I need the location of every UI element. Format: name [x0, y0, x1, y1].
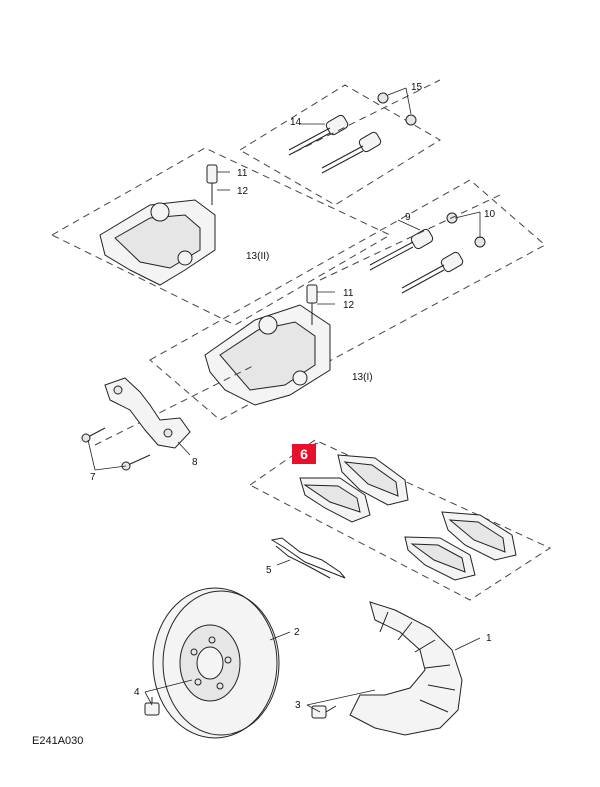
upper-pin-kit-box [239, 84, 441, 206]
callout-14[interactable]: 14 [290, 117, 302, 128]
brake-pads [299, 454, 517, 581]
callout-labels: 1 2 3 4 5 7 8 9 10 11 12 11 12 13(II) 13… [90, 82, 496, 711]
upper-guide-pin-kit [288, 79, 441, 174]
brake-disc [152, 587, 280, 739]
caliper-upper [99, 164, 218, 286]
caliper-carrier [81, 377, 191, 471]
callout-6-badge[interactable]: 6 [292, 444, 316, 464]
upper-caliper-group-box [50, 147, 392, 326]
callout-6-highlight [292, 444, 316, 464]
callout-15[interactable]: 15 [411, 82, 423, 93]
callout-13-ii[interactable]: 13(II) [246, 251, 269, 262]
lower-caliper-group-box [149, 179, 546, 421]
callout-12-lower[interactable]: 12 [343, 300, 355, 311]
callout-5[interactable]: 5 [266, 565, 272, 576]
callout-12-upper[interactable]: 12 [237, 186, 249, 197]
shield-bolt [311, 705, 337, 719]
callout-11-lower[interactable]: 11 [343, 288, 354, 299]
callout-9[interactable]: 9 [405, 212, 411, 223]
callout-3[interactable]: 3 [295, 700, 301, 711]
figure-code: E241A030 [32, 735, 83, 747]
callout-10[interactable]: 10 [484, 209, 496, 220]
callout-4[interactable]: 4 [134, 687, 140, 698]
callout-8[interactable]: 8 [192, 457, 198, 468]
callout-6: 6 [300, 446, 308, 462]
leader-lines [87, 87, 481, 713]
callout-13-i[interactable]: 13(I) [352, 372, 373, 383]
caliper-lower [94, 284, 331, 446]
callout-7[interactable]: 7 [90, 472, 96, 483]
callout-2[interactable]: 2 [294, 627, 300, 638]
splash-shield [349, 601, 463, 736]
disc-retaining-screw [144, 697, 160, 716]
callout-1[interactable]: 1 [486, 633, 492, 644]
lower-guide-pin-kit [319, 194, 501, 294]
callout-11-upper[interactable]: 11 [237, 168, 248, 179]
anti-rattle-spring [270, 537, 346, 579]
